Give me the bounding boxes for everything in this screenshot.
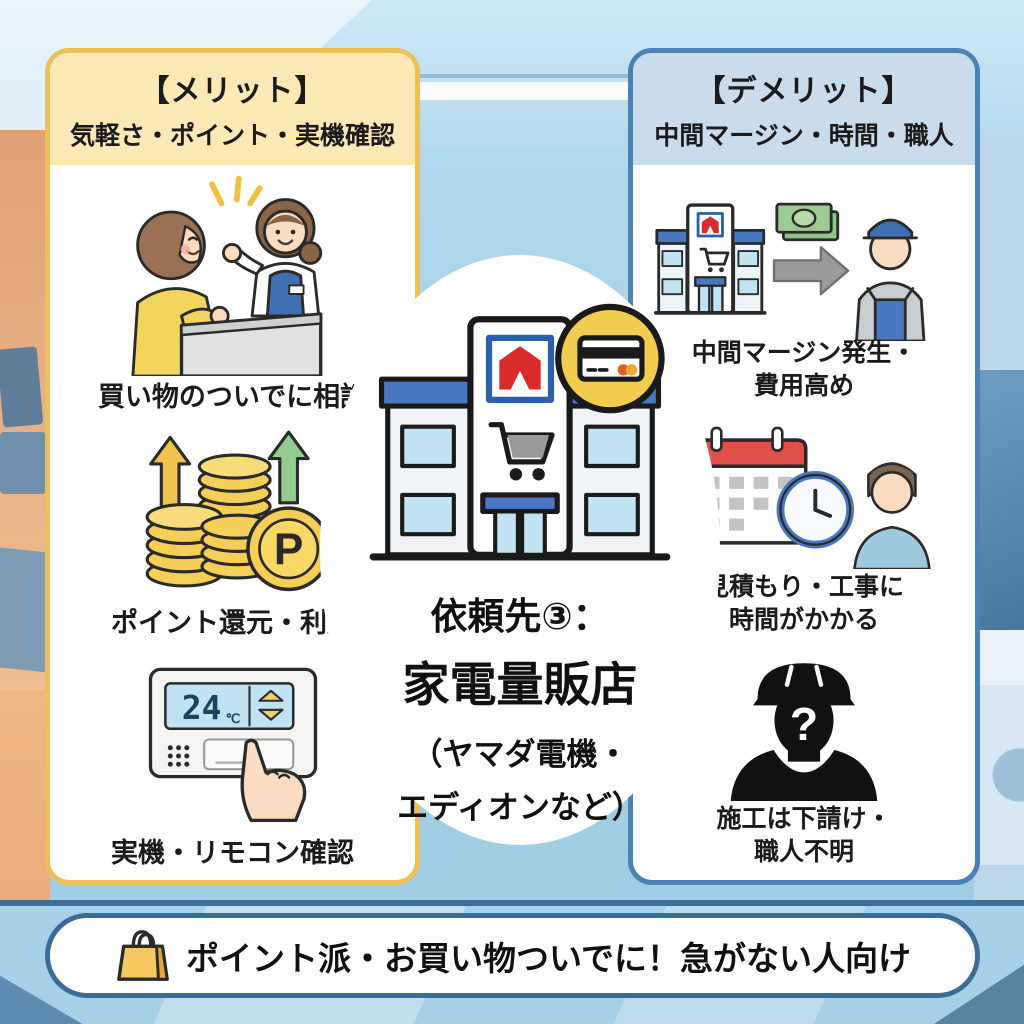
background-right-tv — [978, 370, 1024, 630]
center-line-4: エディオンなど） — [397, 790, 643, 825]
background-light-fixture — [418, 82, 630, 100]
merit-subtitle: 気軽さ・ポイント・実機確認 — [69, 122, 395, 150]
banner-text: ポイント派・お買い物ついでに！急がない人向け — [185, 939, 911, 977]
background-left-display — [0, 547, 48, 673]
point-coins-illustration: P — [50, 425, 415, 593]
center-line-2: 家電量販店 — [402, 658, 638, 711]
merit-item-3-label: 実機・リモコン確認 — [111, 838, 354, 868]
center-line-1: 依頼先③： — [430, 596, 610, 637]
background-left-monitor — [0, 346, 44, 428]
center-content: 依頼先③： 家電量販店 （ヤマダ電機・ エディオンなど） — [330, 290, 710, 825]
demerit-title: 【デメリット】 — [695, 75, 913, 108]
remote-display-value: 24 — [181, 688, 221, 727]
store-money-worker-illustration — [633, 191, 975, 341]
remote-control-illustration: 24 ℃ — [50, 657, 415, 822]
demerit-item-3-label: 施工は下請け・ 職人不明 — [633, 803, 975, 869]
demerit-subtitle: 中間マージン・時間・職人 — [654, 122, 954, 150]
merit-item-2-label: ポイント還元・利用 — [111, 608, 354, 638]
customer-clerk-consultation-illustration — [50, 171, 415, 376]
unknown-worker-question-glyph: ? — [790, 698, 818, 750]
electronics-store-building-icon — [369, 303, 671, 561]
merit-item-1-label: 買い物のついでに相談 — [97, 382, 368, 412]
center-text-block: 依頼先③： 家電量販店 （ヤマダ電機・ エディオンなど） — [330, 586, 710, 827]
merit-title: 【メリット】 — [139, 75, 326, 108]
background-left-monitor-2 — [0, 432, 46, 494]
demerit-panel: 【デメリット】 中間マージン・時間・職人 — [628, 48, 980, 885]
background-light-fixture-edge — [418, 74, 630, 78]
remote-display-unit: ℃ — [225, 711, 240, 726]
background-right-washer — [976, 685, 1024, 865]
demerit-item-3-line-2: 職人不明 — [753, 838, 854, 866]
demerit-item-2-line-2: 時間がかかる — [728, 606, 879, 634]
calendar-clock-person-illustration — [633, 421, 975, 569]
demerit-item-2-label: 見積もり・工事に 時間がかかる — [633, 571, 975, 637]
bottom-banner: ポイント派・お買い物ついでに！急がない人向け — [45, 913, 980, 998]
shopping-bag-icon — [117, 929, 169, 981]
demerit-item-1-line-2: 費用高め — [753, 372, 854, 400]
demerit-item-2-line-1: 見積もり・工事に — [703, 573, 904, 601]
background-right-shelf — [976, 630, 1024, 685]
demerit-item-1-label: 中間マージン発生・ 費用高め — [633, 337, 975, 403]
background-floor-line — [0, 900, 1024, 906]
demerit-item-3-line-1: 施工は下請け・ — [716, 805, 892, 833]
demerit-item-1-line-1: 中間マージン発生・ — [691, 339, 917, 367]
merit-panel: 【メリット】 気軽さ・ポイント・実機確認 — [45, 48, 420, 885]
point-coin-letter: P — [274, 526, 303, 575]
center-line-3: （ヤマダ電機・ — [411, 737, 629, 772]
merit-panel-header: 【メリット】 気軽さ・ポイント・実機確認 — [50, 53, 415, 165]
demerit-panel-header: 【デメリット】 中間マージン・時間・職人 — [633, 53, 975, 165]
unknown-worker-silhouette-icon: ? — [633, 649, 975, 801]
